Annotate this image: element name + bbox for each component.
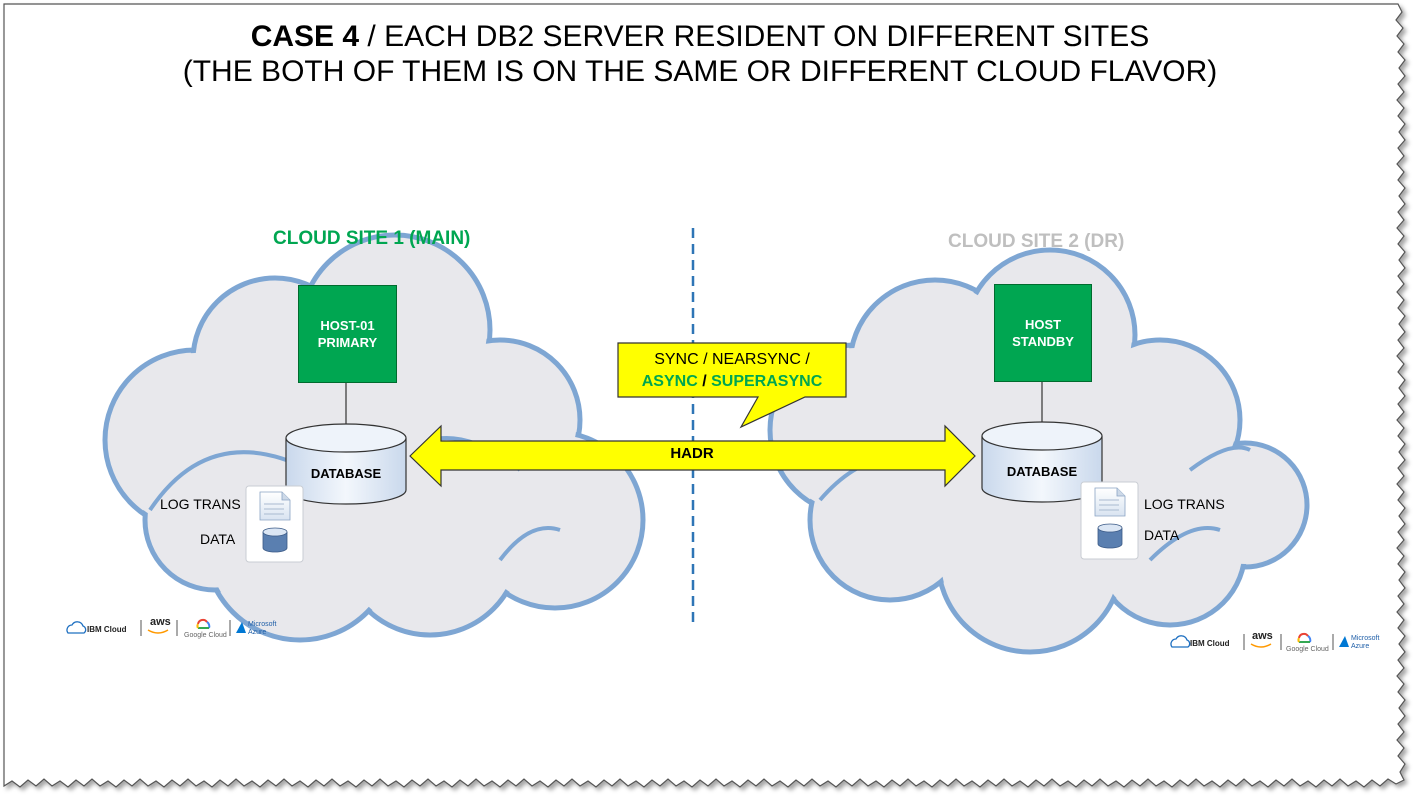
azure-logo-icon [236, 622, 246, 633]
sync-mode-callout [617, 342, 847, 429]
aws-smile-icon [1250, 643, 1272, 648]
hadr-arrow [409, 424, 976, 488]
aws-text: aws [150, 616, 171, 628]
title-case: CASE 4 [250, 20, 360, 53]
data-cylinder-icon [1097, 523, 1123, 549]
azure-line-2: Azure [248, 629, 267, 636]
azure-logo-icon [1339, 636, 1349, 647]
aws-text: aws [1252, 630, 1273, 642]
site-2-label: CLOUD SITE 2 (DR) [948, 231, 1125, 252]
host-2-role: STANDBY [1012, 334, 1074, 349]
log-trans-label-1: LOG TRANS [160, 496, 241, 512]
document-icon [1080, 481, 1139, 560]
google-cloud-logo-icon [196, 618, 211, 629]
database-2-cylinder [981, 421, 1103, 503]
superasync-label: SUPERASYNC [711, 373, 823, 390]
callout-async-modes: ASYNC / SUPERASYNC [618, 373, 846, 391]
data-cylinder-icon [262, 527, 288, 553]
async-label: ASYNC [641, 373, 698, 390]
azure-line-1: Microsoft [1351, 635, 1380, 642]
site-1-label: CLOUD SITE 1 (MAIN) [273, 228, 471, 249]
callout-sync-modes: SYNC / NEARSYNC / [654, 351, 810, 368]
data-label-1: DATA [200, 531, 236, 547]
database-1-cylinder [285, 423, 407, 505]
callout-separator: / [697, 373, 712, 390]
host-standby-box: HOST STANDBY [994, 284, 1092, 382]
hadr-label: HADR [670, 445, 714, 462]
document-icon [245, 485, 304, 563]
title-rest: / EACH DB2 SERVER RESIDENT ON DIFFERENT … [359, 20, 1150, 53]
azure-line-2: Azure [1351, 643, 1370, 650]
database-2-label: DATABASE [1006, 464, 1078, 479]
ibm-cloud-logo-icon [66, 621, 87, 634]
database-1-label: DATABASE [310, 466, 382, 481]
ibm-cloud-logo-icon [1170, 635, 1191, 648]
diagram-subtitle: (THE BOTH OF THEM IS ON THE SAME OR DIFF… [182, 55, 1218, 88]
azure-line-1: Microsoft [248, 621, 277, 628]
diagram-title: CASE 4 / EACH DB2 SERVER RESIDENT ON DIF… [0, 20, 1400, 54]
google-cloud-text: Google Cloud [184, 632, 227, 639]
ibm-cloud-text: IBM Cloud [1190, 639, 1230, 648]
host-1-role: PRIMARY [317, 335, 378, 350]
aws-smile-icon [147, 629, 169, 634]
ibm-cloud-text: IBM Cloud [87, 625, 127, 634]
log-trans-label-2: LOG TRANS [1144, 496, 1225, 512]
host-2-name: HOST [1024, 317, 1062, 332]
google-cloud-logo-icon [1297, 632, 1312, 643]
google-cloud-text: Google Cloud [1286, 646, 1329, 653]
host-1-name: HOST-01 [320, 318, 375, 333]
data-label-2: DATA [1144, 527, 1180, 543]
